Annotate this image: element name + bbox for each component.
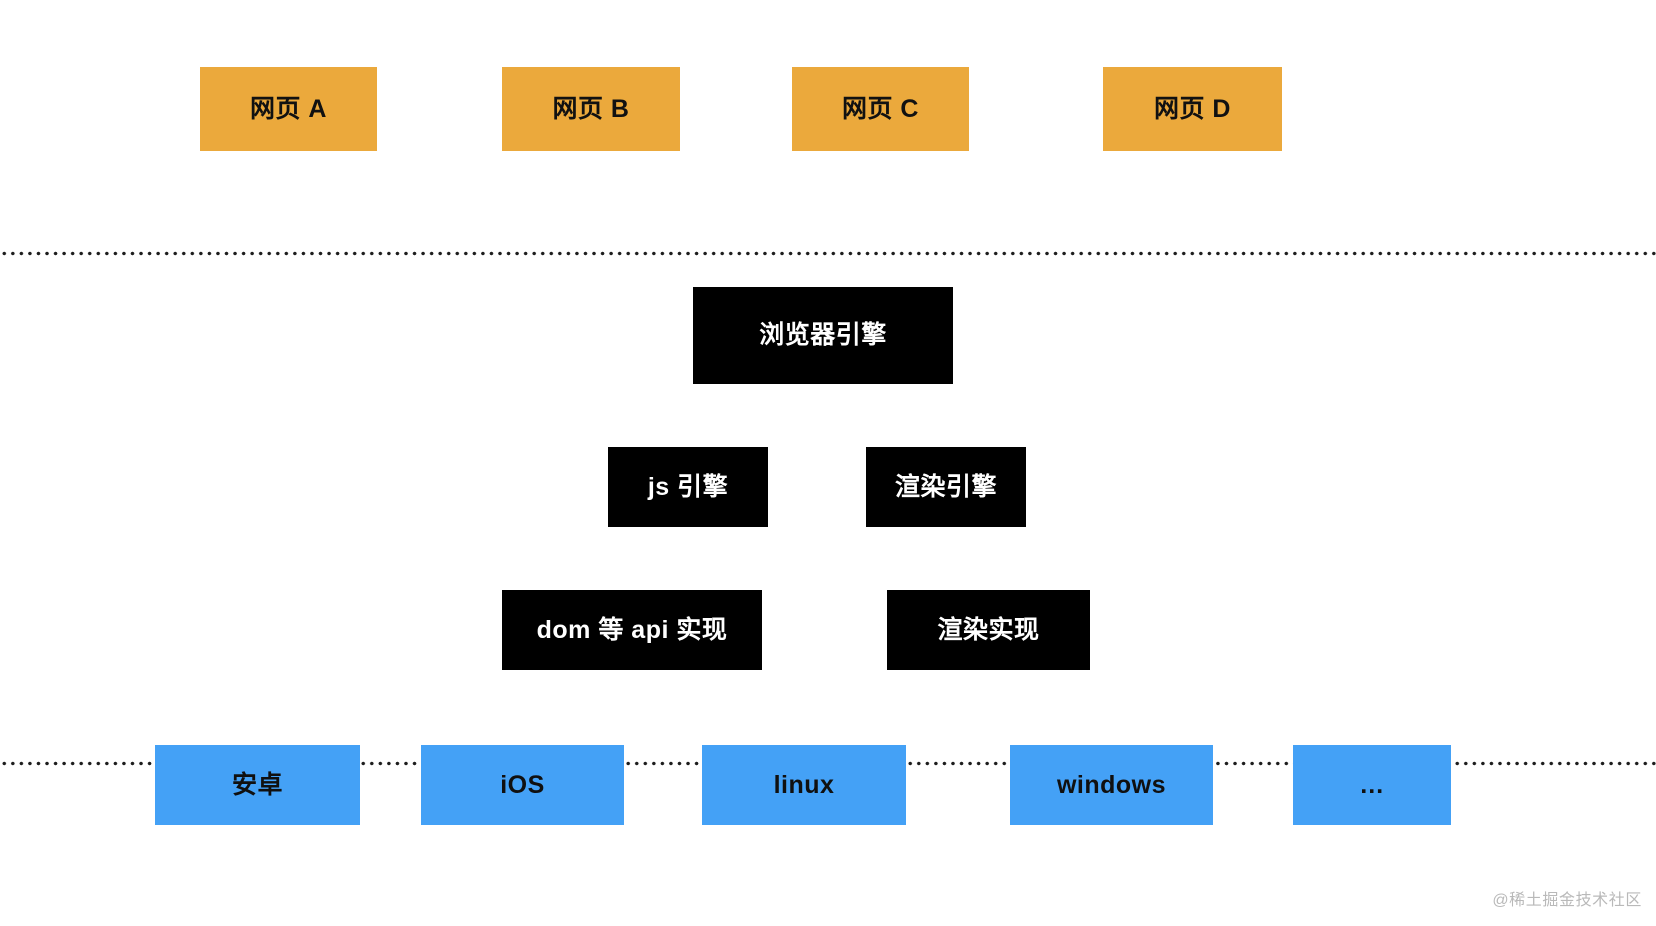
js-engine-box[interactable]: js 引擎 (608, 447, 768, 527)
dom-api-impl-label: dom 等 api 实现 (536, 615, 728, 644)
js-engine-label: js 引擎 (647, 472, 729, 501)
web-page-box-b[interactable]: 网页 B (502, 67, 680, 151)
web-page-label-a: 网页 A (249, 94, 327, 123)
os-label-more: … (1359, 770, 1385, 799)
web-page-box-d[interactable]: 网页 D (1103, 67, 1282, 151)
os-label-windows: windows (1056, 770, 1167, 799)
os-label-ios: iOS (500, 770, 545, 799)
browser-engine-box[interactable]: 浏览器引擎 (693, 287, 953, 384)
web-page-box-c[interactable]: 网页 C (792, 67, 969, 151)
os-box-ios[interactable]: iOS (421, 745, 624, 825)
os-box-windows[interactable]: windows (1010, 745, 1213, 825)
render-impl-label: 渲染实现 (937, 615, 1040, 644)
web-page-label-d: 网页 D (1153, 94, 1231, 123)
web-page-box-a[interactable]: 网页 A (200, 67, 377, 151)
os-label-linux: linux (773, 770, 835, 799)
web-page-label-c: 网页 C (841, 94, 919, 123)
os-box-android[interactable]: 安卓 (155, 745, 360, 825)
os-box-linux[interactable]: linux (702, 745, 906, 825)
render-engine-box[interactable]: 渲染引擎 (866, 447, 1026, 527)
os-box-more[interactable]: … (1293, 745, 1451, 825)
browser-engine-label: 浏览器引擎 (759, 321, 887, 350)
dom-api-impl-box[interactable]: dom 等 api 实现 (502, 590, 762, 670)
watermark: @稀土掘金技术社区 (1492, 892, 1642, 909)
os-label-android: 安卓 (231, 770, 283, 799)
render-impl-box[interactable]: 渲染实现 (887, 590, 1090, 670)
web-page-label-b: 网页 B (552, 94, 630, 123)
web-engine-divider (0, 251, 1656, 256)
render-engine-label: 渲染引擎 (894, 472, 997, 501)
